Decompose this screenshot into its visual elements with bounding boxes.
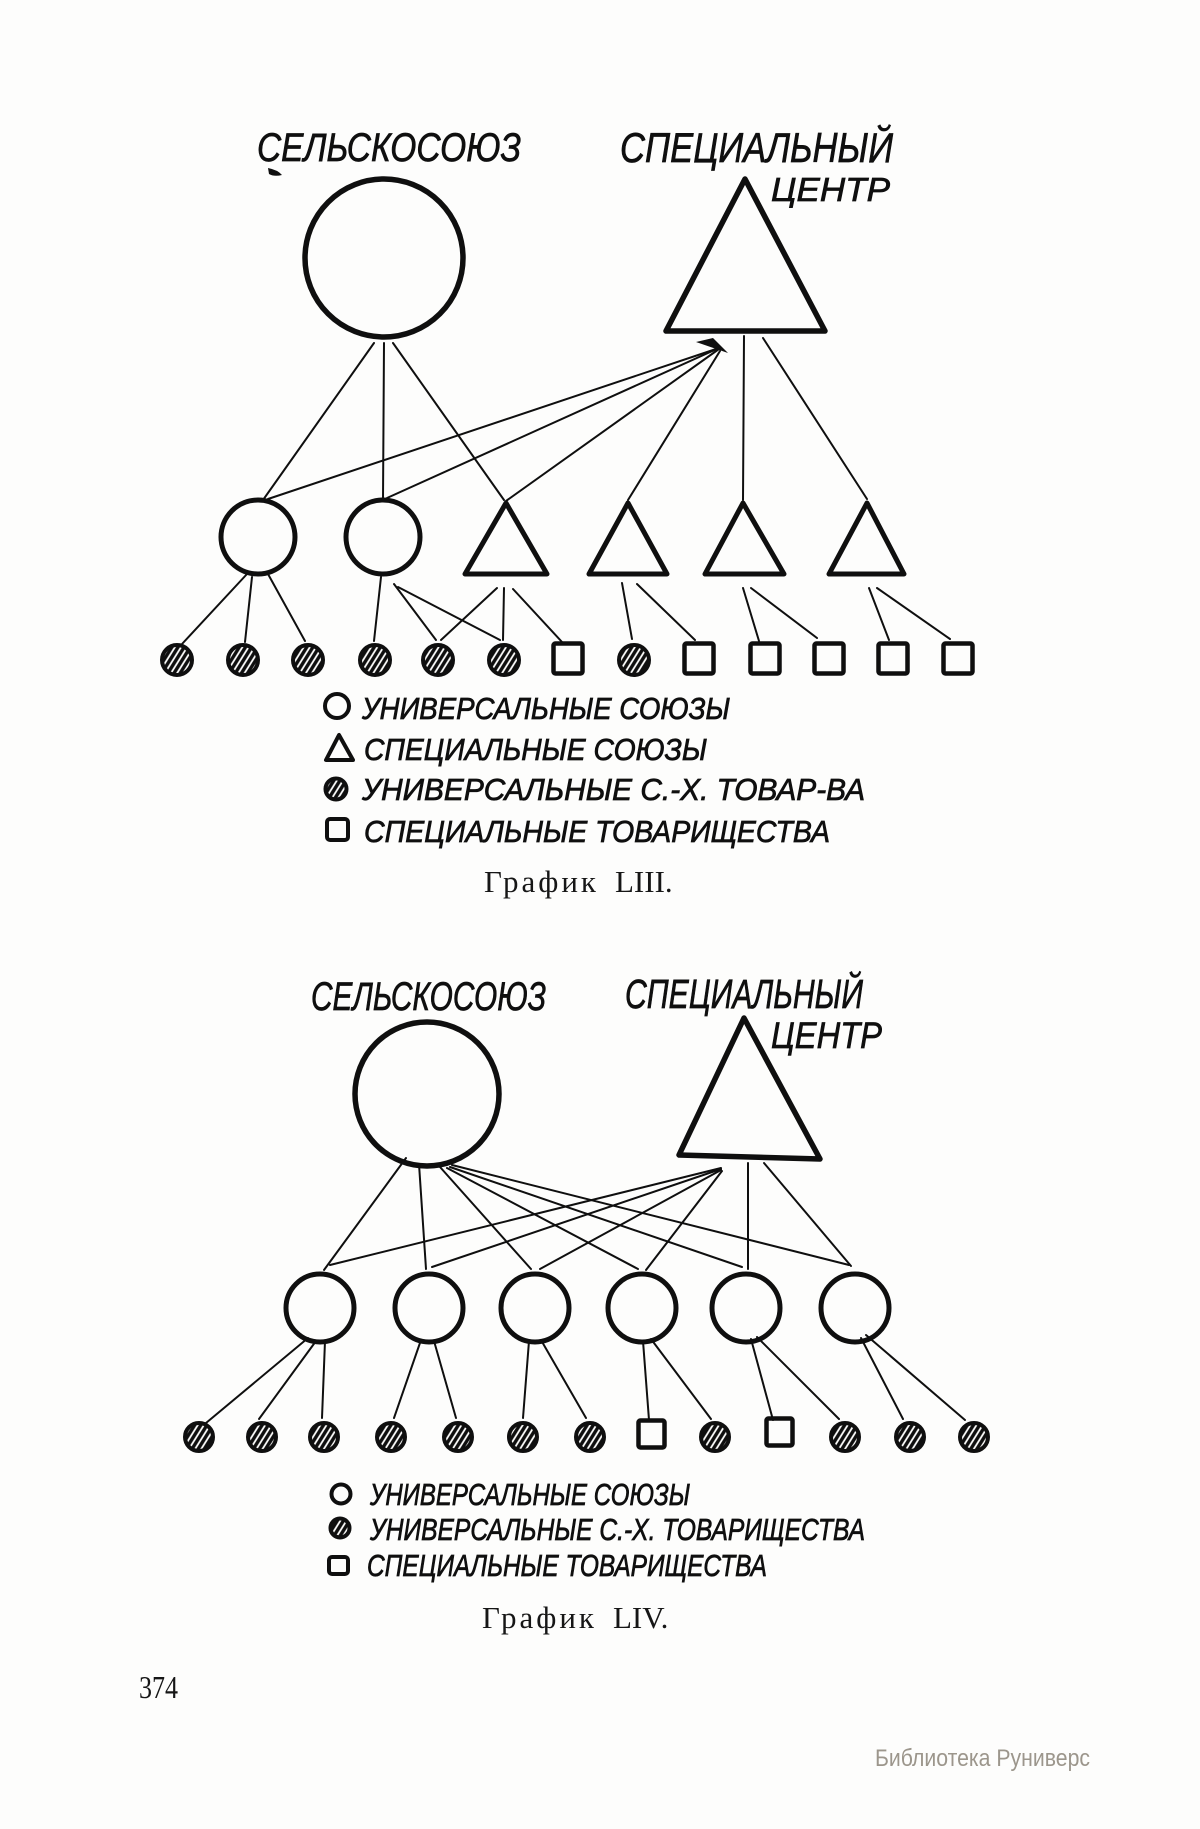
svg-text:График: График (484, 864, 599, 899)
svg-text:УНИВЕРСАЛЬНЫЕ СОЮЗЫ: УНИВЕРСАЛЬНЫЕ СОЮЗЫ (369, 1477, 690, 1512)
svg-text:СЕЛЬСКОСОЮЗ: СЕЛЬСКОСОЮЗ (311, 975, 546, 1019)
svg-text:LIII.: LIII. (615, 864, 673, 899)
svg-text:СПЕЦИАЛЬНЫЕ ТОВАРИЩЕСТВА: СПЕЦИАЛЬНЫЕ ТОВАРИЩЕСТВА (367, 1548, 767, 1583)
svg-text:СПЕЦИАЛЬНЫЕ СОЮЗЫ: СПЕЦИАЛЬНЫЕ СОЮЗЫ (364, 732, 707, 767)
svg-text:СПЕЦИАЛЬНЫЙ: СПЕЦИАЛЬНЫЙ (625, 971, 863, 1017)
svg-text:СПЕЦИАЛЬНЫЙ: СПЕЦИАЛЬНЫЙ (620, 123, 894, 171)
svg-text:УНИВЕРСАЛЬНЫЕ С.-Х. ТОВАР-ВА: УНИВЕРСАЛЬНЫЕ С.-Х. ТОВАР-ВА (361, 772, 865, 807)
svg-text:Библиотека Руниверс: Библиотека Руниверс (875, 1745, 1090, 1772)
svg-text:LIV.: LIV. (613, 1600, 668, 1635)
svg-text:374: 374 (139, 1669, 178, 1705)
svg-text:УНИВЕРСАЛЬНЫЕ СОЮЗЫ: УНИВЕРСАЛЬНЫЕ СОЮЗЫ (361, 691, 730, 726)
svg-text:УНИВЕРСАЛЬНЫЕ С.-Х. ТОВАРИЩЕСТ: УНИВЕРСАЛЬНЫЕ С.-Х. ТОВАРИЩЕСТВА (369, 1512, 865, 1547)
svg-text:График: График (482, 1600, 597, 1635)
svg-text:СЕЛЬСКОСОЮЗ: СЕЛЬСКОСОЮЗ (257, 126, 521, 170)
svg-text:ЦЕНТР: ЦЕНТР (771, 1015, 882, 1056)
svg-text:ЦЕНТР: ЦЕНТР (771, 171, 890, 208)
svg-text:СПЕЦИАЛЬНЫЕ ТОВАРИЩЕСТВА: СПЕЦИАЛЬНЫЕ ТОВАРИЩЕСТВА (364, 814, 830, 849)
